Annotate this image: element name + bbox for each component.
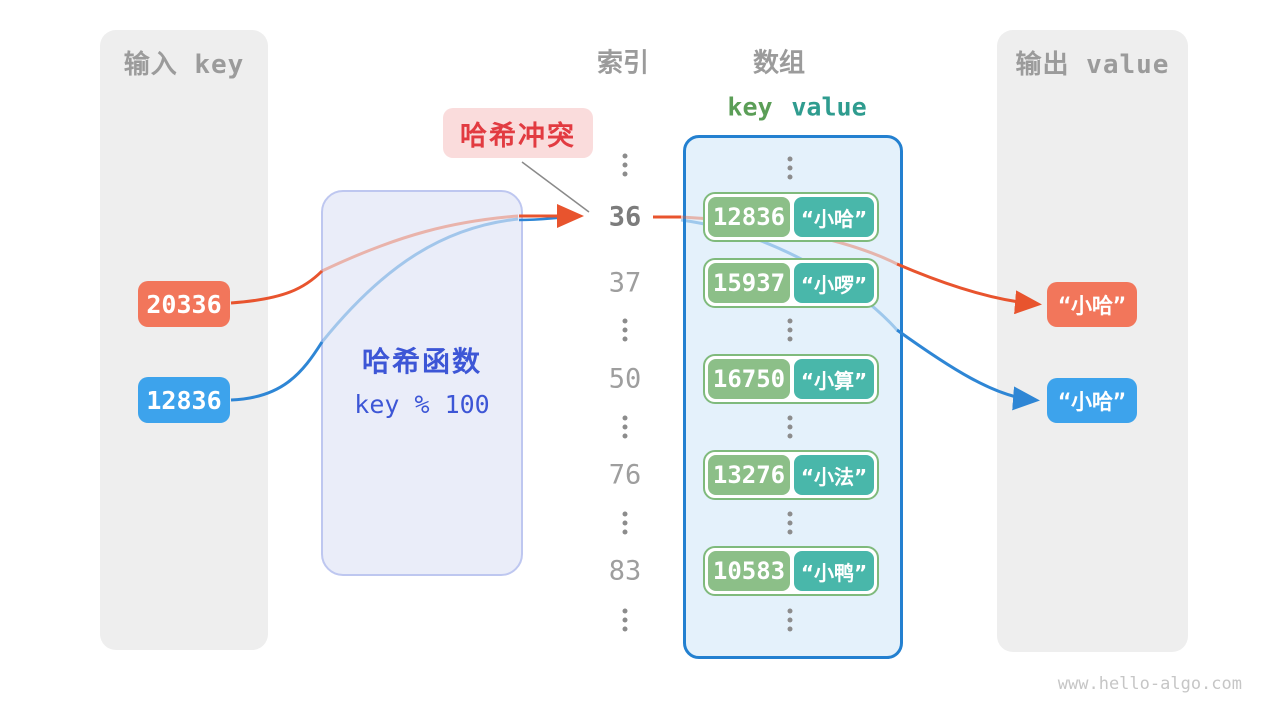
pair-value: “小鸭” <box>794 551 874 591</box>
pair-16750: 16750 “小算” <box>703 354 879 404</box>
pair-value: “小啰” <box>794 263 874 303</box>
ellipsis-dots <box>787 415 793 439</box>
pair-value: “小算” <box>794 359 874 399</box>
ellipsis-dots <box>622 318 628 342</box>
collision-leader-line <box>521 161 590 213</box>
ellipsis-dots <box>622 511 628 535</box>
hash-function-formula: key % 100 <box>354 390 490 419</box>
pair-key: 13276 <box>708 455 790 495</box>
hash-collision-label: 哈希冲突 <box>460 120 576 152</box>
pair-value: “小哈” <box>794 197 874 237</box>
input-key-20336: 20336 <box>138 281 230 327</box>
pair-12836: 12836 “小哈” <box>703 192 879 242</box>
ellipsis-dots <box>622 415 628 439</box>
index-36: 36 <box>608 201 642 233</box>
pair-13276: 13276 “小法” <box>703 450 879 500</box>
index-83: 83 <box>608 555 642 587</box>
output-value-panel: 输出 value <box>997 30 1188 652</box>
value-column-label: value <box>791 92 867 122</box>
input-key-12836: 12836 <box>138 377 230 423</box>
output-value-blue: “小哈” <box>1047 378 1137 423</box>
array-column-header: 数组 <box>752 48 806 79</box>
hash-function-box: 哈希函数 key % 100 <box>321 190 523 576</box>
pair-key: 12836 <box>708 197 790 237</box>
pair-10583: 10583 “小鸭” <box>703 546 879 596</box>
output-value-panel-title: 输出 value <box>1015 50 1170 80</box>
index-37: 37 <box>608 267 642 299</box>
ellipsis-dots <box>622 608 628 632</box>
input-key-panel-title: 输入 key <box>123 50 245 80</box>
key-column-label: key <box>727 92 773 122</box>
pair-key: 10583 <box>708 551 790 591</box>
pair-15937: 15937 “小啰” <box>703 258 879 308</box>
ellipsis-dots <box>622 153 628 177</box>
index-76: 76 <box>608 459 642 491</box>
index-column-header: 索引 <box>596 48 650 79</box>
ellipsis-dots <box>787 156 793 180</box>
ellipsis-dots <box>787 511 793 535</box>
output-value-orange: “小哈” <box>1047 282 1137 327</box>
input-key-panel: 输入 key <box>100 30 268 650</box>
ellipsis-dots <box>787 608 793 632</box>
hash-collision-callout: 哈希冲突 <box>443 108 593 158</box>
hash-function-title: 哈希函数 <box>361 345 482 378</box>
pair-key: 15937 <box>708 263 790 303</box>
pair-key: 16750 <box>708 359 790 399</box>
index-50: 50 <box>608 363 642 395</box>
ellipsis-dots <box>787 318 793 342</box>
pair-value: “小法” <box>794 455 874 495</box>
watermark: www.hello-algo.com <box>1057 674 1242 694</box>
blue-curve-merge <box>518 215 573 222</box>
